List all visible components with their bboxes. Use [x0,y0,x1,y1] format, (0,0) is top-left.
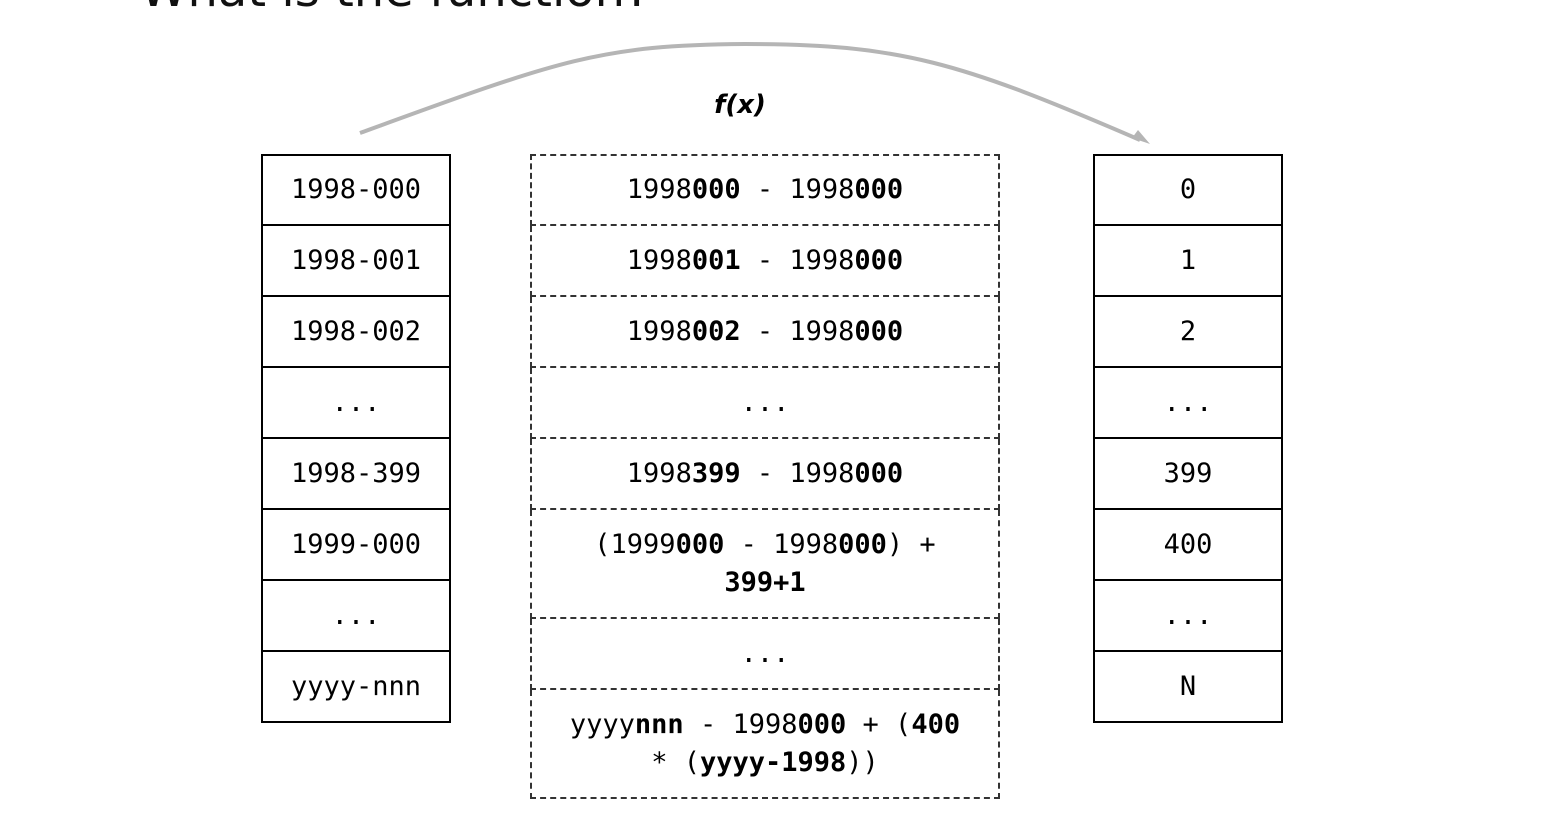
input-cell: 1999-000 [261,510,451,581]
computation-cell: ... [530,368,1000,439]
computation-cell: ... [530,619,1000,690]
function-label: f(x) [714,90,766,120]
input-cell: 1998-002 [261,297,451,368]
output-cell: 1 [1093,226,1283,297]
output-cell: 400 [1093,510,1283,581]
input-cell: 1998-001 [261,226,451,297]
computation-cell: 1998002 - 1998000 [530,297,1000,368]
output-cell: 0 [1093,154,1283,226]
input-cell: yyyy-nnn [261,652,451,723]
input-cell: 1998-000 [261,154,451,226]
output-cell: ... [1093,581,1283,652]
input-cell: ... [261,581,451,652]
output-cell: ... [1093,368,1283,439]
computation-cell: (1999000 - 1998000) +399+1 [530,510,1000,619]
computation-cell: 1998399 - 1998000 [530,439,1000,510]
output-cell: 399 [1093,439,1283,510]
computation-cell: 1998000 - 1998000 [530,154,1000,226]
output-cell: 2 [1093,297,1283,368]
output-cell: N [1093,652,1283,723]
computation-cell: yyyynnn - 1998000 + (400* (yyyy-1998)) [530,690,1000,799]
input-cell: 1998-399 [261,439,451,510]
page-title: What is the function? [140,0,651,14]
computation-cell: 1998001 - 1998000 [530,226,1000,297]
input-cell: ... [261,368,451,439]
